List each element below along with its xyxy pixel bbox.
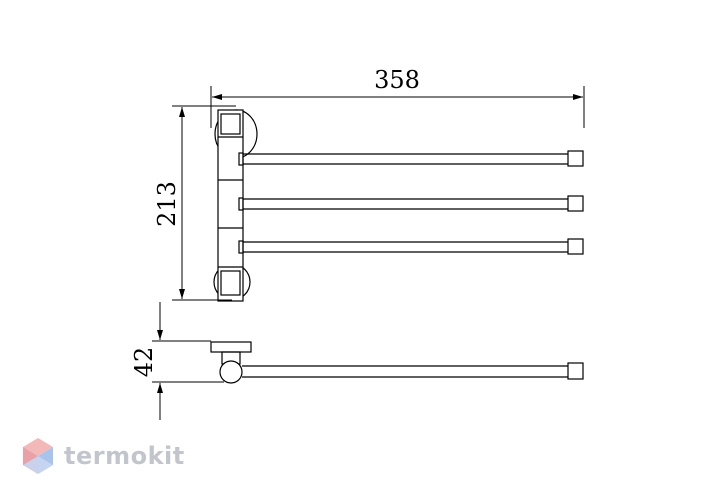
towel-bar-1 — [243, 150, 584, 167]
front-view — [213, 109, 584, 302]
top-bar-end-cap — [567, 362, 584, 380]
width-dimension — [210, 86, 585, 128]
height-value: 213 — [153, 181, 181, 227]
wall-flange — [210, 341, 252, 353]
bar-end-cap-3 — [567, 238, 584, 255]
brand-name: termokit — [64, 442, 185, 470]
swivel-hub — [219, 360, 243, 384]
depth-dimension — [152, 302, 224, 420]
depth-value: 42 — [130, 347, 158, 378]
towel-bar-3 — [243, 238, 584, 255]
towel-bar-2 — [243, 195, 584, 212]
bar-end-cap-1 — [567, 150, 584, 167]
bar-end-cap-2 — [567, 195, 584, 212]
top-view — [210, 341, 584, 384]
width-value: 358 — [374, 66, 420, 94]
brand-logo: termokit — [22, 436, 185, 476]
height-dimension — [172, 105, 236, 301]
hexagon-logo-icon — [23, 438, 53, 474]
